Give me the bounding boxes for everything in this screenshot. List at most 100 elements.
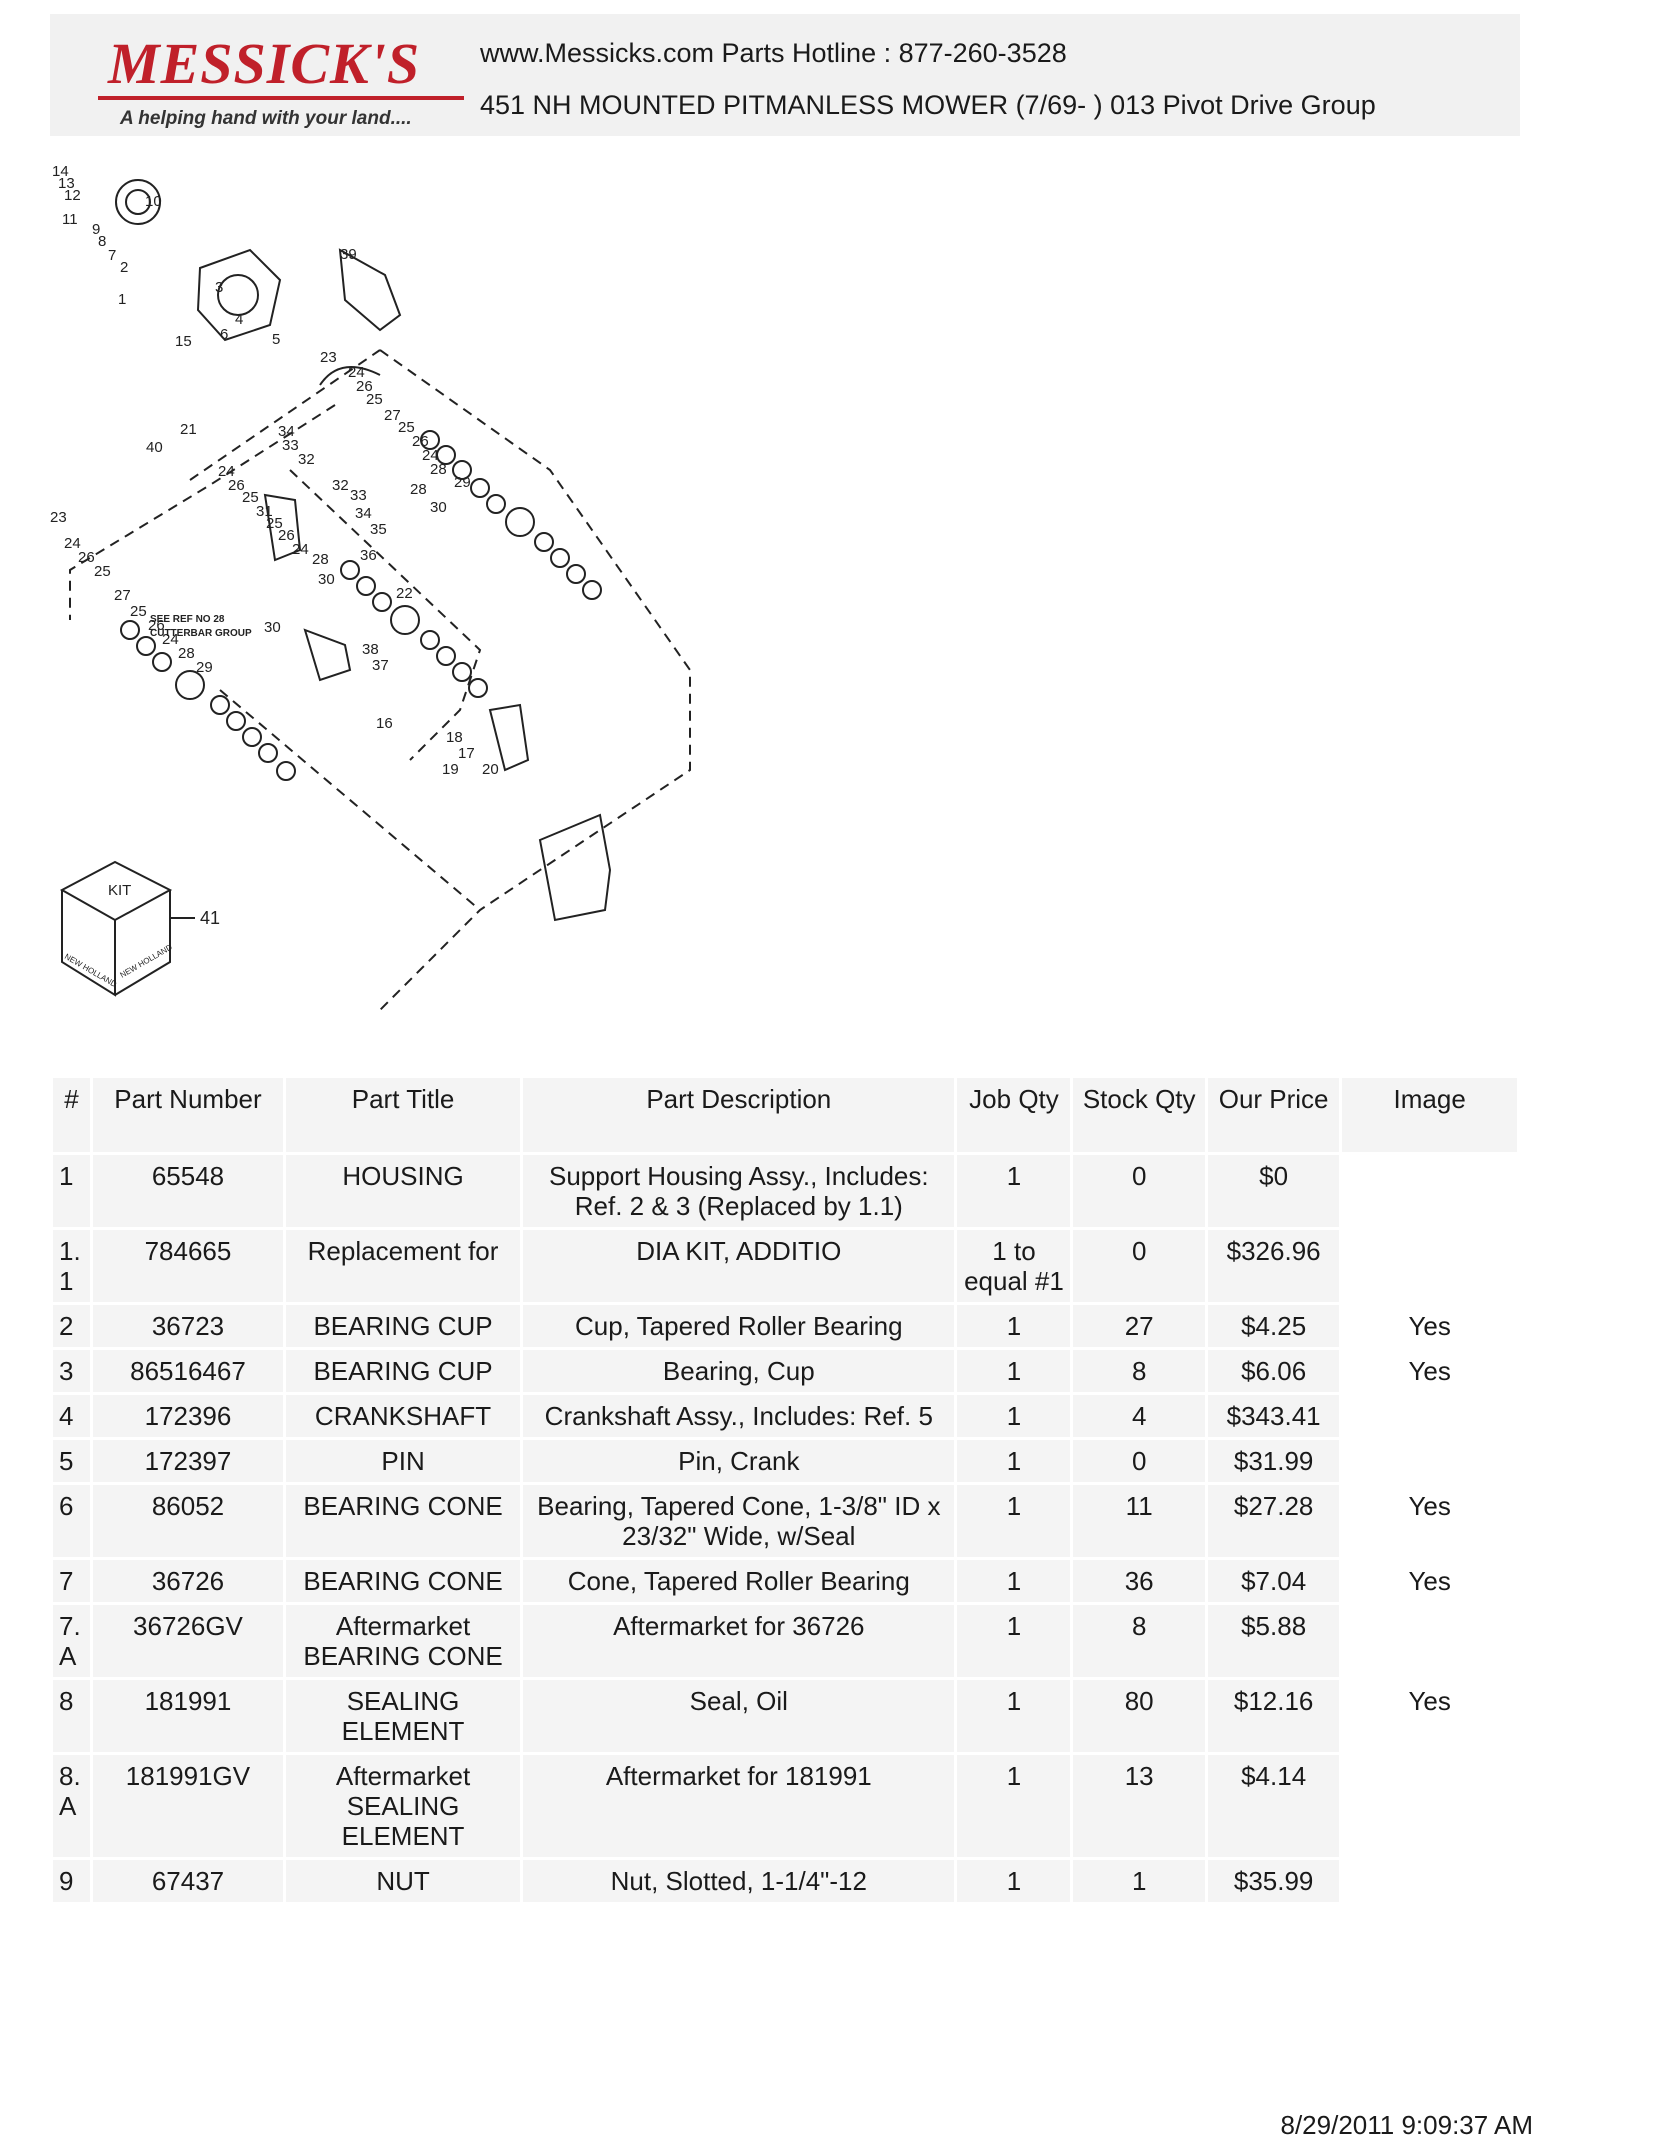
image-link [1342,1230,1517,1302]
contact-line[interactable]: www.Messicks.com Parts Hotline : 877-260… [480,38,1067,68]
image-link[interactable]: Yes [1408,1491,1451,1521]
part-number[interactable]: 181991 [92,1680,283,1752]
callout-number: 32 [332,477,349,494]
arm-shape [303,628,352,682]
job-qty: 1 [957,1350,1071,1392]
part-title: BEARING CUP [285,1350,521,1392]
part-number[interactable]: 36723 [92,1305,283,1347]
part-number[interactable]: 181991GV [92,1755,283,1857]
callout-number: 28 [178,645,195,662]
job-qty: 1 [957,1485,1071,1557]
part-title: BEARING CUP [285,1305,521,1347]
parts-table: # Part Number Part Title Part Descriptio… [50,1075,1520,1905]
diagram-note-line2: CUTTERBAR GROUP [150,628,252,639]
part-number[interactable]: 36726 [92,1560,283,1602]
part-number[interactable]: 86516467 [92,1350,283,1392]
stock-qty: 0 [1073,1155,1205,1227]
messicks-logo[interactable]: MESSICK'S A helping hand with your land.… [78,30,478,130]
part-number[interactable]: 86052 [92,1485,283,1557]
stock-qty: 8 [1073,1350,1205,1392]
callout-number: 9 [92,221,100,238]
callout-number: 13 [58,175,75,192]
lower-bearing-stack [120,620,296,781]
callout-number: 34 [278,423,295,440]
header-our-price: Our Price [1207,1078,1340,1152]
kit-box-shape [59,860,195,997]
callout-number: 29 [196,659,213,676]
callout-number: 18 [446,729,463,746]
image-link [1342,1155,1517,1227]
our-price: $0 [1207,1155,1340,1227]
callout-number: 6 [220,326,228,343]
part-title: SEALING ELEMENT [285,1680,521,1752]
part-number[interactable]: 172397 [92,1440,283,1482]
callout-number: 30 [430,499,447,516]
header-part-number: Part Number [92,1078,283,1152]
stock-qty: 1 [1073,1860,1205,1902]
part-title: BEARING CONE [285,1485,521,1557]
part-description: Aftermarket for 36726 [523,1605,955,1677]
callout-number: 5 [272,331,280,348]
job-qty: 1 [957,1605,1071,1677]
middle-bearing-stack [340,560,488,698]
callout-number: 25 [130,603,147,620]
stock-qty: 0 [1073,1440,1205,1482]
part-number[interactable]: 784665 [92,1230,283,1302]
part-number[interactable]: 36726GV [92,1605,283,1677]
callout-number: 36 [360,547,377,564]
row-num: 5 [53,1440,90,1482]
callout-number: 28 [430,461,447,478]
our-price: $35.99 [1207,1860,1340,1902]
our-price: $5.88 [1207,1605,1340,1677]
our-price: $6.06 [1207,1350,1340,1392]
image-link [1342,1860,1517,1902]
callout-number: 11 [62,211,78,228]
callout-number: 39 [340,246,357,263]
image-link[interactable]: Yes [1408,1311,1451,1341]
callout-number: 25 [94,563,111,580]
our-price: $4.14 [1207,1755,1340,1857]
header-image: Image [1342,1078,1517,1152]
header-job-qty: Job Qty [957,1078,1071,1152]
image-link[interactable]: Yes [1408,1566,1451,1596]
callout-number: 14 [52,163,69,180]
kit-label: KIT [108,882,131,899]
logo-tagline: A helping hand with your land.... [120,108,412,129]
callout-number: 17 [458,745,475,762]
callout-number: 32 [298,451,315,468]
part-number[interactable]: 67437 [92,1860,283,1902]
image-link[interactable]: Yes [1408,1686,1451,1716]
part-number[interactable]: 172396 [92,1395,283,1437]
callout-number: 8 [98,233,106,250]
image-link[interactable]: Yes [1408,1356,1451,1386]
part-description: Bearing, Cup [523,1350,955,1392]
part-number[interactable]: 65548 [92,1155,283,1227]
callout-number: 29 [454,474,471,491]
callout-number: 24 [162,631,179,648]
part-description: Cone, Tapered Roller Bearing [523,1560,955,1602]
job-qty: 1 [957,1560,1071,1602]
part-title: PIN [285,1440,521,1482]
callout-number: 33 [282,437,299,454]
part-description: Bearing, Tapered Cone, 1-3/8" ID x 23/32… [523,1485,955,1557]
bracket-22-shape [488,703,530,772]
callout-number: 27 [114,587,131,604]
our-price: $12.16 [1207,1680,1340,1752]
kit-brand-left: NEW HOLLAND [63,952,119,989]
stock-qty: 80 [1073,1680,1205,1752]
kit-ref-callout: 41 [200,908,220,928]
callout-number: 26 [278,527,295,544]
our-price: $7.04 [1207,1560,1340,1602]
